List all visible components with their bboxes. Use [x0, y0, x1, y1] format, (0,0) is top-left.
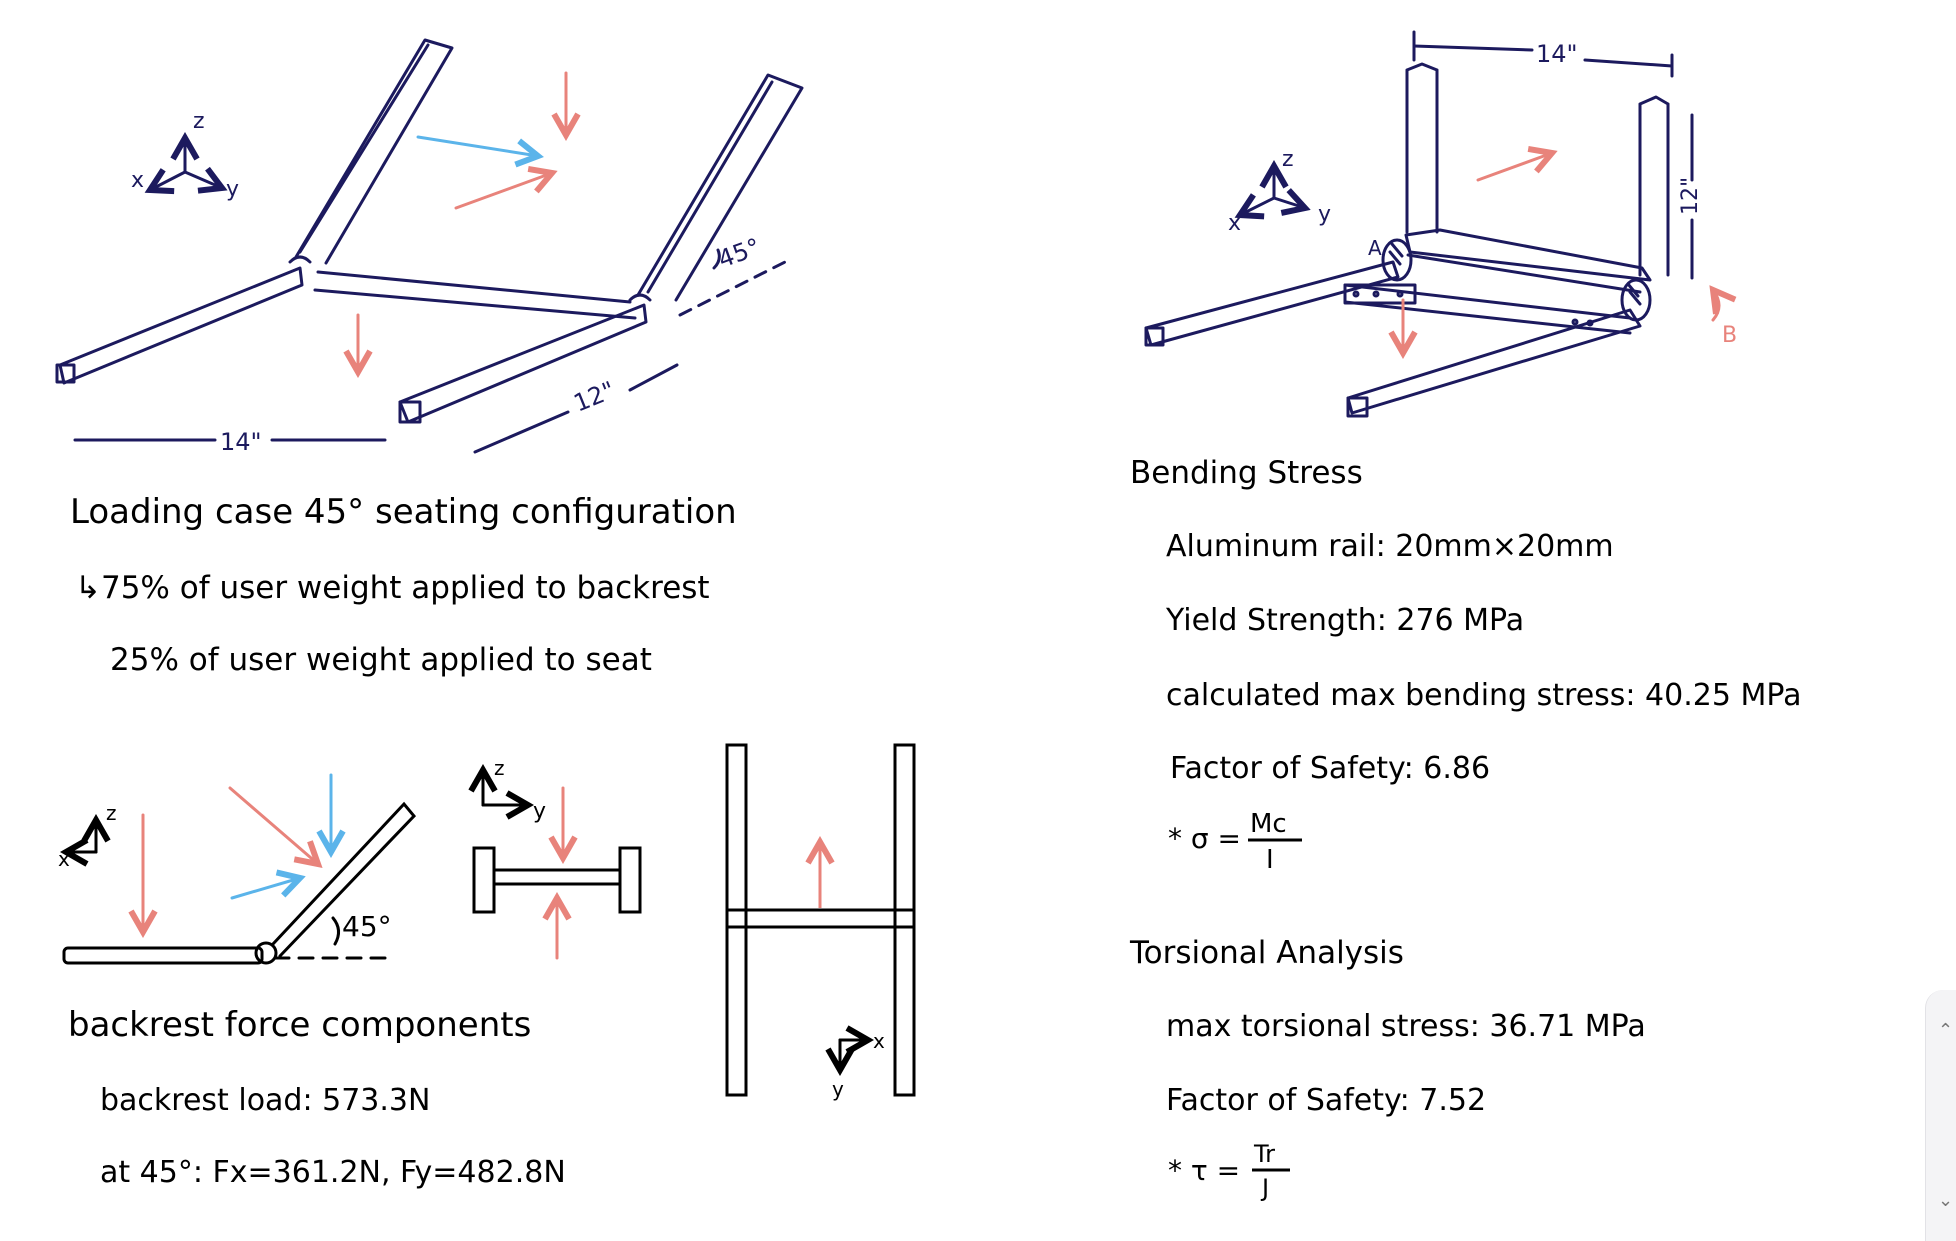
top-right-rail — [893, 743, 916, 1097]
bending-formula-num: Mc — [1250, 809, 1287, 839]
side-axis-label-x: x — [58, 847, 70, 871]
forces-side-view — [143, 773, 331, 932]
torsion-formula-prefix: * τ = — [1168, 1154, 1240, 1187]
torsion-formula-num: Tr — [1253, 1140, 1275, 1168]
side-view-diagram — [62, 801, 417, 965]
bending-rail: Aluminum rail: 20mm×20mm — [1166, 529, 1614, 564]
chevron-up-icon[interactable]: ⌃ — [1938, 1020, 1954, 1041]
dim-14-line-2 — [1412, 44, 1534, 52]
forces-cross-section — [557, 786, 563, 960]
force-arrow-red-diag-2 — [1476, 153, 1552, 182]
bending-yield: Yield Strength: 276 MPa — [1165, 603, 1524, 638]
cross-bar-section — [492, 868, 622, 886]
bending-stress-block: Bending Stress Aluminum rail: 20mm×20mm … — [1130, 455, 1801, 875]
force-arrow-red-diag — [454, 173, 552, 210]
top-axis-label-x: x — [873, 1029, 885, 1053]
torsion-max-stress: max torsional stress: 36.71 MPa — [1166, 1009, 1646, 1044]
side-angle-label: 45° — [342, 910, 392, 943]
left-base-rail-2 — [1144, 260, 1400, 347]
axis-label-x: x — [131, 168, 144, 193]
axis-triad-1 — [150, 138, 222, 190]
bending-formula-den: I — [1266, 845, 1274, 875]
right-base-rail-2 — [1346, 308, 1642, 415]
dim-height-label-2: 12" — [1678, 177, 1703, 215]
backrest-components: at 45°: Fx=361.2N, Fy=482.8N — [100, 1155, 566, 1190]
top-cross-bar — [725, 908, 916, 929]
left-backrest — [294, 38, 454, 265]
torsion-title: Torsional Analysis — [1129, 935, 1404, 971]
axis-triad-2 — [1240, 166, 1305, 215]
force-arrow-blue — [416, 135, 538, 156]
cross-left-post — [472, 846, 496, 914]
dim-width-label: 14" — [220, 428, 262, 456]
cross-right-post — [618, 846, 642, 914]
scroll-panel[interactable]: ⌃ ⌄ — [1925, 990, 1956, 1241]
bending-title: Bending Stress — [1130, 455, 1363, 491]
backrest-block: backrest force components backrest load:… — [68, 1005, 566, 1190]
top-view-diagram — [725, 743, 916, 1097]
backrest-load: backrest load: 573.3N — [100, 1083, 430, 1118]
point-b-label: B — [1722, 323, 1737, 348]
dim-width-label-2: 14" — [1536, 40, 1578, 68]
loading-case-line1: ↳75% of user weight applied to backrest — [75, 570, 710, 606]
torsion-fos: Factor of Safety: 7.52 — [1166, 1083, 1486, 1118]
point-a-label: A — [1368, 236, 1382, 260]
axis-label-x-2: x — [1228, 211, 1241, 236]
right-backrest — [636, 73, 804, 302]
forces-diagram-2 — [1403, 153, 1719, 353]
bending-max-stress: calculated max bending stress: 40.25 MPa — [1166, 678, 1801, 713]
frame-iso-45-diagram — [55, 38, 804, 454]
top-left-rail — [725, 743, 748, 1097]
axis-triad-cross — [483, 770, 528, 805]
axis-label-y-2: y — [1318, 202, 1331, 227]
loading-case-block: Loading case 45° seating configuration ↳… — [70, 492, 737, 678]
left-upright — [1405, 62, 1439, 234]
cross-bar — [313, 270, 637, 320]
right-seat-rail — [398, 303, 648, 424]
force-arrow-red-diag-side — [228, 786, 318, 864]
bending-fos: Factor of Safety: 6.86 — [1170, 751, 1490, 786]
loading-case-title: Loading case 45° seating configuration — [70, 492, 737, 532]
backrest-title: backrest force components — [68, 1005, 531, 1045]
axis-triad-top — [840, 1040, 868, 1070]
chevron-down-icon[interactable]: ⌄ — [1938, 1190, 1954, 1211]
seat-panel — [1404, 228, 1652, 282]
loading-case-line2: 25% of user weight applied to seat — [110, 642, 652, 678]
side-axis-label-z: z — [106, 801, 117, 825]
axis-label-y: y — [226, 177, 239, 202]
frame-iso-90-diagram — [1144, 30, 1694, 418]
axis-triad-side — [66, 820, 96, 852]
right-upright — [1638, 95, 1670, 277]
axis-label-z: z — [193, 109, 205, 134]
forces-diagram-1 — [358, 71, 566, 372]
cross-axis-label-y: y — [533, 799, 546, 824]
angle-ref-dashed — [678, 260, 787, 317]
moment-arrow-b — [1713, 290, 1719, 322]
angle-label: 45° — [714, 233, 764, 274]
axis-label-z-2: z — [1282, 147, 1294, 172]
cross-section-diagram — [472, 770, 642, 914]
torsion-formula-den: J — [1260, 1174, 1269, 1202]
left-seat-rail — [58, 266, 304, 385]
torsion-block: Torsional Analysis max torsional stress:… — [1129, 935, 1646, 1202]
dim-seat-label: 12" — [570, 376, 619, 418]
force-arrow-blue-diag-side — [230, 878, 300, 900]
cross-axis-label-z: z — [494, 756, 505, 780]
bending-formula-prefix: * σ = — [1168, 822, 1241, 855]
top-axis-label-y: y — [832, 1077, 844, 1101]
dim-12-line — [473, 410, 570, 454]
hinge-side — [254, 941, 278, 965]
seat-bar-side — [62, 946, 264, 965]
backrest-side — [271, 801, 417, 958]
